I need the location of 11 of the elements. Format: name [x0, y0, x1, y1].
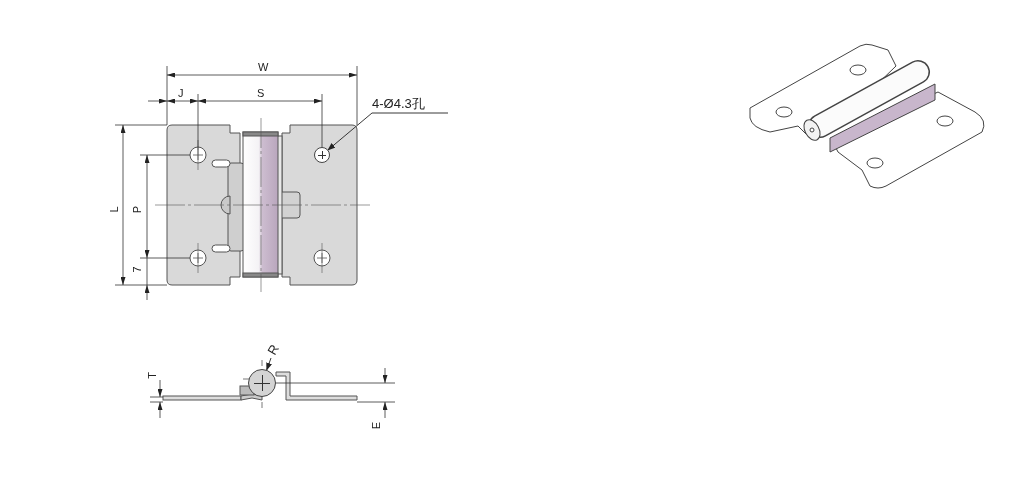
callout-label: R [265, 342, 283, 358]
dimension-label: S [257, 88, 265, 99]
dimension-label: T [146, 372, 158, 379]
dimension-label: L [108, 206, 120, 213]
dimension-label: E [371, 421, 383, 430]
dimension-label: J [178, 88, 184, 99]
dimension-label: W [258, 62, 269, 73]
dimension-label: 7 [131, 266, 143, 273]
callout-label: 4-Ø4.3孔 [372, 97, 425, 111]
dimension-label: P [132, 205, 144, 214]
pivot-circle [248, 369, 276, 397]
